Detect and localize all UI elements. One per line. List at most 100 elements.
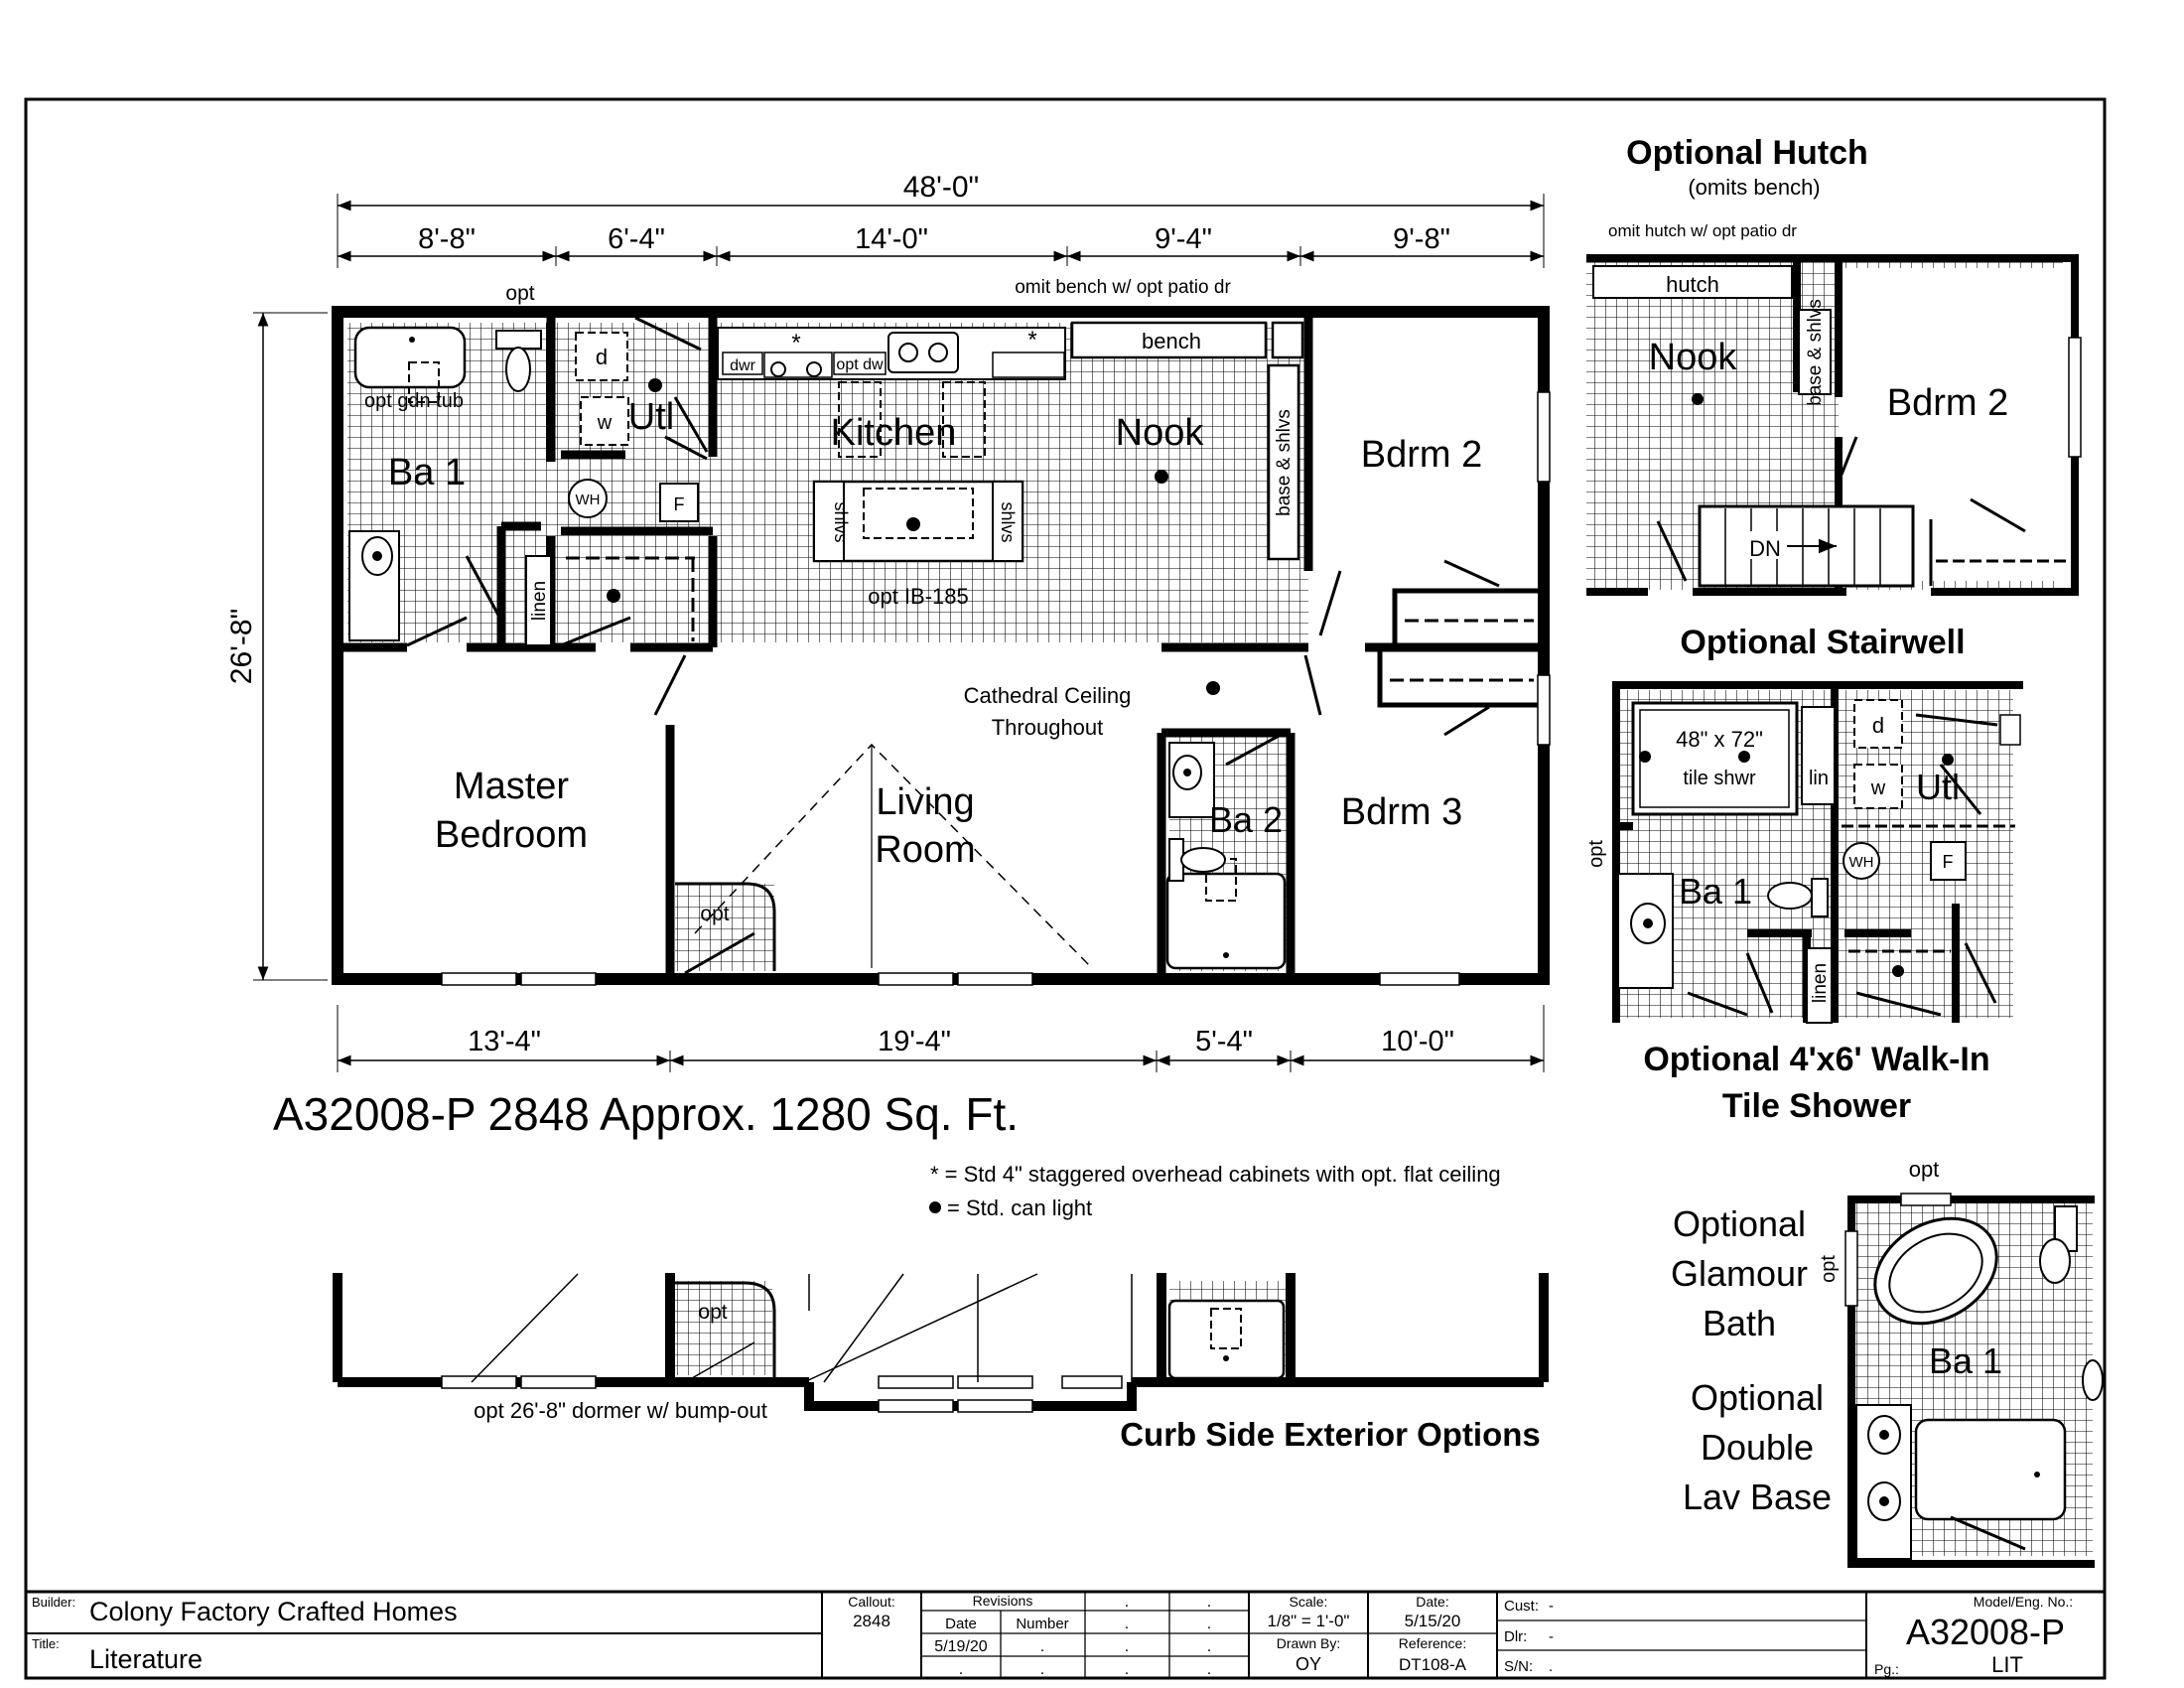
dim-bottom-1: 13'-4" (468, 1026, 541, 1057)
glamour-opt-side: opt (1818, 1255, 1840, 1283)
inset-room-nook: Nook (1649, 337, 1738, 378)
tb-date-label: Date: (1416, 1594, 1448, 1610)
room-living-2: Room (875, 829, 975, 871)
tb-scale: 1/8" = 1'-0" (1268, 1612, 1350, 1630)
label-linen: linen (529, 581, 550, 621)
glamour-bath-inset (1844, 1193, 2104, 1568)
label-water-heater: WH (576, 492, 601, 508)
label-dwr: dwr (730, 357, 755, 374)
tb-reference-label: Reference: (1399, 1635, 1466, 1651)
tb-dot-8: . (959, 1661, 963, 1678)
shower-opt: opt (1585, 840, 1607, 868)
shower-inset (1612, 681, 2023, 1024)
stairwell-title: Optional Stairwell (1680, 624, 1965, 661)
tb-dot-6: . (1125, 1638, 1129, 1655)
label-opt-gdn-tub: opt gdn tub (364, 390, 464, 412)
shower-wh: WH (1849, 854, 1874, 871)
tb-cust: - (1549, 1598, 1554, 1615)
room-master-1: Master (454, 766, 569, 807)
shower-label: tile shwr (1683, 768, 1756, 789)
label-opt-bumpout: opt (700, 903, 729, 925)
tb-date: 5/15/20 (1405, 1612, 1461, 1630)
label-washer: w (597, 412, 613, 434)
title-block (26, 1590, 2105, 1678)
hutch-note: omit hutch w/ opt patio dr (1608, 221, 1797, 240)
tb-pg-label: Pg.: (1874, 1661, 1899, 1677)
label-bench: bench (1142, 329, 1201, 353)
shower-title-2: Tile Shower (1722, 1087, 1911, 1125)
tb-builder-label: Builder: (32, 1595, 75, 1610)
tb-dot-4: . (1207, 1616, 1211, 1632)
tb-dot-7: . (1207, 1638, 1211, 1655)
tb-dot-10: . (1125, 1661, 1129, 1678)
tb-model: A32008-P (1906, 1612, 2065, 1652)
label-dryer: d (596, 345, 608, 369)
dim-top-4: 9'-4" (1155, 223, 1212, 255)
hutch-title: Optional Hutch (1626, 134, 1868, 172)
room-bdrm3: Bdrm 3 (1341, 791, 1462, 833)
tb-rev-date: 5/19/20 (934, 1638, 987, 1655)
dim-overall-width: 48'-0" (903, 171, 979, 204)
glamour-opt-top: opt (1909, 1157, 1940, 1182)
dim-bottom-3: 5'-4" (1195, 1026, 1253, 1057)
shower-dryer: d (1872, 713, 1884, 738)
tb-pg: LIT (1991, 1652, 2023, 1677)
shower-f: F (1943, 852, 1954, 872)
tb-sn: . (1549, 1658, 1553, 1675)
note-cathedral-2: Throughout (992, 715, 1104, 740)
dim-top-2: 6'-4" (608, 223, 665, 255)
lav-title-2: Double (1701, 1427, 1814, 1468)
shower-room-utl: Utl (1916, 767, 1960, 807)
lav-title-3: Lav Base (1683, 1477, 1832, 1517)
tb-dot-5: . (1040, 1638, 1044, 1655)
inset-base-shlvs: base & shlvs (1805, 299, 1826, 406)
note-omit-bench: omit bench w/ opt patio dr (1015, 277, 1231, 298)
main-floor-plan (332, 306, 1551, 986)
hutch-inset (1586, 254, 2082, 596)
room-nook: Nook (1116, 412, 1205, 454)
legend-can-light: = Std. can light (947, 1196, 1092, 1220)
sheet-border (24, 97, 2107, 1680)
shower-lin: lin (1809, 768, 1829, 789)
tb-callout: 2848 (853, 1612, 890, 1630)
tb-dlr-label: Dlr: (1504, 1628, 1527, 1645)
tb-model-label: Model/Eng. No.: (1974, 1594, 2073, 1610)
shower-title-1: Optional 4'x6' Walk-In (1643, 1041, 1989, 1078)
room-bdrm2: Bdrm 2 (1361, 434, 1482, 476)
tb-title-label: Title: (32, 1636, 60, 1651)
label-opt-dw: opt dw (836, 356, 884, 373)
glamour-title-3: Bath (1703, 1303, 1776, 1343)
tb-revisions-label: Revisions (973, 1593, 1033, 1609)
dim-bottom-4: 10'-0" (1381, 1026, 1454, 1057)
tb-drawn: OY (1296, 1654, 1321, 1674)
curbside-title: Curb Side Exterior Options (1120, 1416, 1541, 1453)
legend-cabinets: * = Std 4" staggered overhead cabinets w… (930, 1162, 1501, 1187)
tb-drawn-label: Drawn By: (1277, 1635, 1341, 1651)
tb-dot-2: . (1207, 1594, 1211, 1611)
label-cabinet-star-1: * (791, 330, 800, 356)
tb-builder: Colony Factory Crafted Homes (89, 1597, 458, 1626)
tb-dot-11: . (1207, 1661, 1211, 1678)
tb-cust-label: Cust: (1504, 1598, 1539, 1615)
dim-top-5: 9'-8" (1393, 223, 1450, 255)
tb-callout-label: Callout: (848, 1594, 894, 1610)
shower-linen: linen (1810, 963, 1831, 1003)
shower-size: 48" x 72" (1676, 727, 1763, 752)
model-title: A32008-P 2848 Approx. 1280 Sq. Ft. (273, 1088, 1019, 1140)
hutch-subtitle: (omits bench) (1688, 175, 1820, 200)
glamour-title-1: Optional (1673, 1203, 1806, 1244)
note-cathedral-1: Cathedral Ceiling (964, 683, 1132, 708)
tb-rev-date-label: Date (945, 1616, 977, 1632)
curbside-elevation (333, 1273, 1549, 1413)
shower-room-ba1: Ba 1 (1679, 871, 1752, 912)
room-living-1: Living (876, 781, 974, 823)
label-hutch: hutch (1666, 272, 1719, 297)
label-base-shlvs: base & shlvs (1274, 409, 1295, 516)
glamour-room-ba1: Ba 1 (1929, 1340, 2002, 1381)
room-ba2: Ba 2 (1209, 799, 1283, 840)
dim-top-1: 8'-8" (418, 223, 476, 255)
label-cabinet-star-2: * (1027, 327, 1036, 353)
title-block-text: Builder: Colony Factory Crafted Homes Ti… (32, 1593, 2073, 1678)
room-utl: Utl (628, 396, 674, 438)
